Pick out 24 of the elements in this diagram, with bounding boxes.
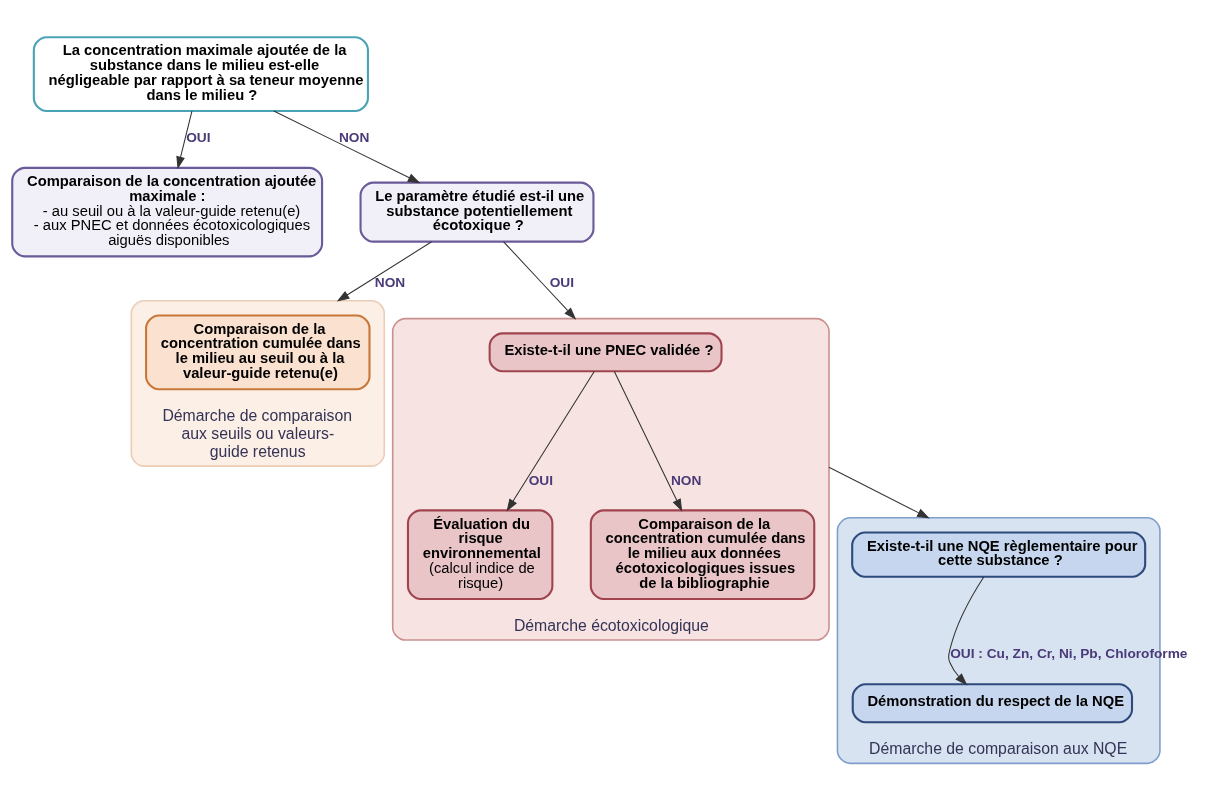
node-box: Existe-t-il une NQE règlementaire pour cette substance ? (851, 531, 1147, 578)
arrow (948, 576, 985, 686)
arrow (828, 466, 930, 519)
arrow (336, 241, 433, 302)
arrow (273, 110, 421, 184)
node-box: Existe-t-il une PNEC validée ? (488, 332, 723, 373)
edge-label: OUI (549, 275, 575, 291)
edge-label: OUI (528, 472, 553, 488)
edge-label: NON (338, 129, 370, 145)
edge-label: NON (374, 275, 406, 291)
arrow (176, 110, 193, 170)
node-box: Démonstration du respect de la NQE (851, 683, 1134, 724)
node-box: Comparaison de la concentration cumulée dans le milieu aux données écotoxicologiques issues de la bibliographie (589, 509, 816, 600)
edge-label: NON (670, 472, 702, 488)
node-box: La concentration maximale ajoutée de la substance dans le milieu est-elle négligeable par rapport à sa teneur moyenne dans le milieu ? (32, 36, 369, 113)
arrow (506, 371, 595, 512)
arrow (503, 241, 577, 320)
edge-label: OUI (186, 129, 211, 145)
node-box: Comparaison de la concentration ajoutée maximale : - au seuil ou à la valeur-guide retenu(e) - aux PNEC et données écotoxicologiques aiguës disponibles (11, 166, 324, 258)
node-box: Évaluation du risque environnemental (calcul indice de risque) (406, 509, 554, 600)
edge-label: OUI : Cu, Zn, Cr, Ni, Pb, Chloroforme (950, 646, 1188, 662)
node-box: Le paramètre étudié est-il une substance potentiellement écotoxique ? (359, 181, 595, 243)
arrow (613, 371, 683, 512)
node-box: Comparaison de la concentration cumulée dans le milieu au seuil ou à la valeur-guide retenu(e) (145, 314, 371, 391)
